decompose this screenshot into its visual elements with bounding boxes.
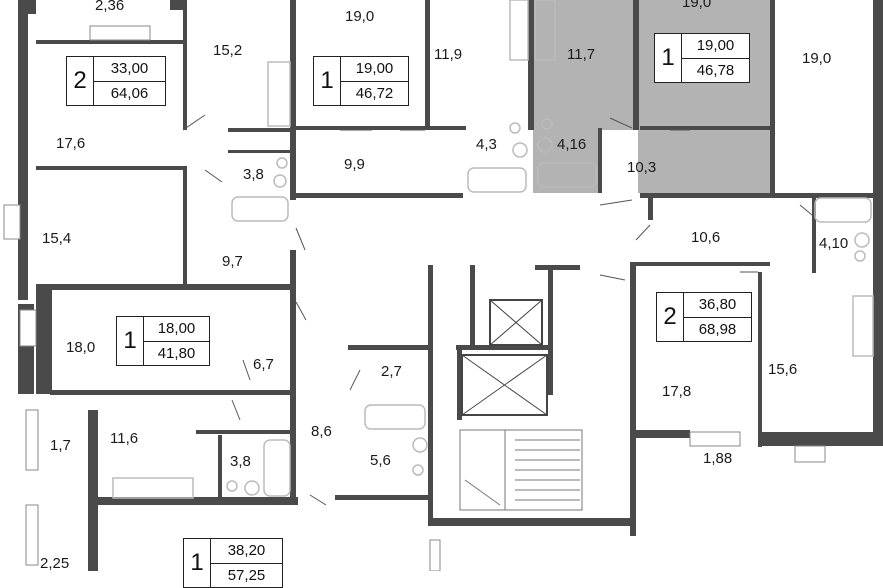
door-swings: [182, 114, 813, 506]
total-area: 46,72: [355, 84, 394, 102]
living-area: 19,00: [682, 34, 749, 59]
apartment-tag[interactable]: 1 18,00 41,80: [116, 316, 210, 366]
interior-walls: [36, 0, 873, 526]
exterior-walls: [18, 0, 883, 571]
total-area: 46,78: [696, 61, 735, 79]
room-area: 19,0: [345, 8, 375, 25]
room-count: 1: [184, 539, 211, 587]
apartment-tag[interactable]: 2 33,00 64,06: [66, 56, 166, 106]
room-count: 2: [67, 57, 94, 105]
room-count: 2: [657, 293, 684, 341]
living-area: 38,20: [211, 539, 282, 564]
apartment-tag[interactable]: 2 36,80 68,98: [656, 292, 752, 342]
highlight-area[interactable]: [533, 0, 773, 193]
room-area: 2,36: [95, 0, 125, 14]
room-area: 2,7: [381, 363, 402, 380]
room-area: 17,8: [662, 383, 692, 400]
kitchen-counters: [112, 0, 874, 499]
room-area: 3,8: [243, 166, 264, 183]
room-area: 4,10: [819, 235, 849, 252]
room-area: 9,9: [344, 156, 365, 173]
room-area: 3,8: [230, 453, 251, 470]
room-area: 5,6: [370, 452, 391, 469]
room-area: 1,88: [703, 450, 733, 467]
room-area: 18,0: [66, 339, 96, 356]
total-area: 41,80: [157, 344, 196, 362]
staircase: [459, 429, 583, 511]
living-area: 33,00: [94, 57, 165, 82]
room-area: 19,0: [682, 0, 712, 11]
room-area: 10,3: [627, 159, 657, 176]
room-area: 9,7: [222, 253, 243, 270]
room-area: 1,7: [50, 437, 71, 454]
room-area: 2,25: [40, 555, 70, 572]
total-area: 57,25: [227, 566, 266, 584]
apartment-tag[interactable]: 1 19,00 46,72: [313, 56, 409, 106]
selected-apartment-fill: [533, 0, 773, 193]
room-area: 11,7: [567, 46, 596, 63]
room-area: 15,6: [768, 361, 798, 378]
living-area: 18,00: [144, 317, 209, 342]
windows: [3, 25, 826, 571]
room-count: 1: [655, 34, 682, 82]
room-area: 11,6: [110, 430, 139, 447]
room-area: 17,6: [56, 135, 86, 152]
room-area: 6,7: [253, 356, 274, 373]
room-area: 8,6: [311, 423, 332, 440]
apartment-tag[interactable]: 1 38,20 57,25: [183, 538, 283, 588]
room-area: 19,0: [802, 50, 832, 67]
room-count: 1: [314, 57, 341, 105]
room-area: 15,2: [213, 42, 243, 59]
room-area: 10,6: [691, 229, 721, 246]
room-count: 1: [117, 317, 144, 365]
room-area: 4,16: [557, 136, 587, 153]
room-area: 4,3: [476, 136, 497, 153]
living-area: 36,80: [684, 293, 751, 318]
total-area: 64,06: [110, 84, 149, 102]
sinks-and-toilets: [226, 118, 870, 496]
highlight-cutout: [598, 130, 638, 193]
bathtubs: [231, 162, 872, 497]
apartment-tag-selected[interactable]: 1 19,00 46,78: [654, 33, 750, 83]
room-area: 11,9: [434, 46, 463, 63]
total-area: 68,98: [698, 320, 737, 338]
floor-plan: [3, 0, 883, 571]
living-area: 19,00: [341, 57, 408, 82]
room-area: 15,4: [42, 230, 72, 247]
elevators: [461, 299, 548, 416]
